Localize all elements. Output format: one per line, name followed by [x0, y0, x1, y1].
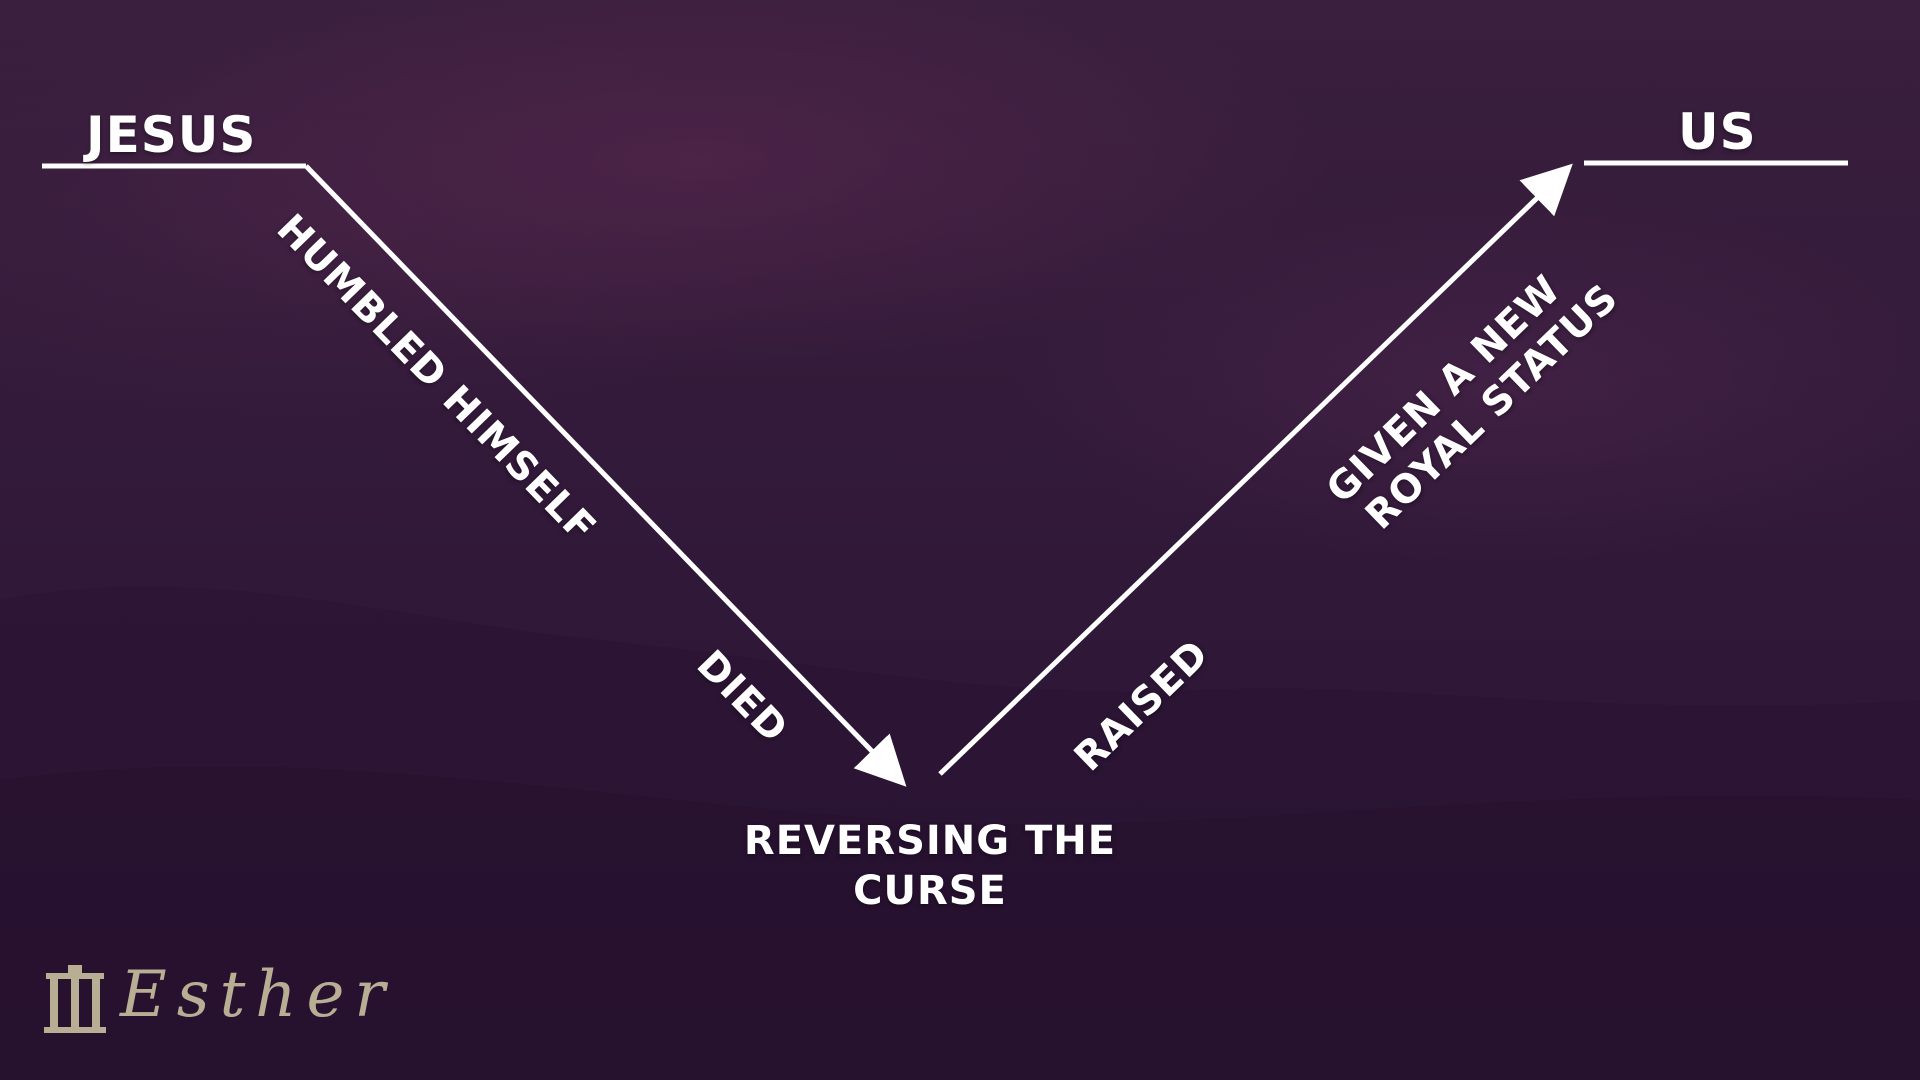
descending-arrow	[304, 164, 907, 787]
logo-wordmark: Esther	[120, 958, 395, 1032]
reversing-the-curse-label: REVERSING THE CURSE	[720, 816, 1140, 916]
ascending-arrow	[938, 163, 1573, 776]
columns-icon	[44, 965, 106, 1033]
center-line-1: REVERSING THE	[743, 818, 1117, 864]
us-label: US	[1678, 103, 1757, 161]
jesus-label: JESUS	[86, 106, 257, 164]
center-line-2: CURSE	[853, 868, 1007, 914]
